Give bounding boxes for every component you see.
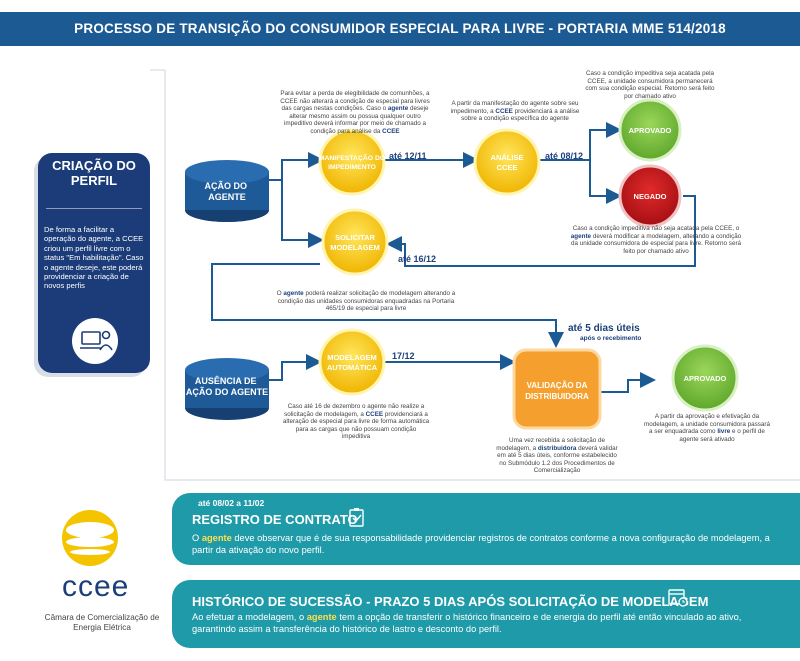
band-registro-date: até 08/02 a 11/02 — [198, 498, 265, 508]
node-negado: NEGADO — [618, 164, 682, 228]
note-modelagem-auto: Caso até 16 de dezembro o agente não rea… — [282, 403, 430, 441]
node-acao-agente-label: AÇÃO DO AGENTE — [204, 181, 249, 202]
band-registro-title: REGISTRO DE CONTRATO — [192, 512, 358, 527]
note-aprovado-2: A partir da aprovação e efetivação da mo… — [643, 413, 770, 443]
band-historico-title: HISTÓRICO DE SUCESSÃO - PRAZO 5 DIAS APÓ… — [192, 594, 709, 609]
arrow-solicitar-validacao — [211, 263, 564, 348]
arrow-acao-manifestacao — [268, 152, 324, 181]
user-at-computer-icon — [80, 330, 113, 351]
arrow-analise-aprovado — [540, 122, 622, 161]
band-registro-contrato — [172, 493, 800, 565]
node-ausencia-acao: AUSÊNCIA DE AÇÃO DO AGENTE — [185, 358, 269, 420]
date-label-1612: até 16/12 — [398, 254, 436, 264]
side-card-icon-bg — [72, 318, 118, 364]
band-historico-text: Ao efetuar a modelagem, o agente tem a o… — [192, 612, 742, 634]
date-label-apos: após o recebimento — [580, 335, 641, 342]
arrow-acao-solicitar — [281, 180, 324, 248]
ccee-logo-subtitle: Câmara de Comercialização de Energia Elé… — [44, 613, 160, 632]
side-card-divider — [46, 208, 142, 209]
note-manifestacao: Para evitar a perda de elegibilidade de … — [280, 90, 430, 135]
note-analise: A partir da manifestação do agente sobre… — [450, 100, 580, 123]
node-aprovado-1-label: APROVADO — [629, 126, 672, 135]
arrow-analise-negado — [589, 160, 622, 204]
band-registro-text: O agente deve observar que é de sua resp… — [192, 533, 770, 555]
node-acao-agente: AÇÃO DO AGENTE — [185, 160, 269, 222]
date-label-1712: 17/12 — [392, 351, 415, 361]
clipboard-check-icon — [349, 508, 364, 527]
note-validacao: Uma vez recebida a solicitação de modela… — [496, 437, 618, 475]
date-label-1211: até 12/11 — [389, 151, 427, 161]
node-ausencia-acao-label: AUSÊNCIA DE AÇÃO DO AGENTE — [186, 375, 268, 397]
note-aprovado-1: Caso a condição impeditiva seja acatada … — [585, 70, 715, 100]
frame-lines — [150, 69, 800, 481]
arrow-validacao-aprovado — [600, 372, 656, 393]
note-negado: Caso a condição impeditiva não seja acat… — [570, 225, 742, 255]
ccee-logo-word: ccee — [62, 570, 130, 603]
arrow-ausencia-modelagem — [268, 354, 322, 381]
connectors — [211, 122, 696, 393]
node-negado-label: NEGADO — [634, 192, 667, 201]
page-title: PROCESSO DE TRANSIÇÃO DO CONSUMIDOR ESPE… — [0, 12, 800, 46]
node-aprovado-2: APROVADO — [671, 344, 739, 412]
side-card-text: De forma a facilitar a operação do agent… — [44, 225, 144, 291]
date-label-cinco-dias: até 5 dias úteis — [568, 323, 640, 334]
calendar-clock-icon — [668, 589, 688, 607]
side-card-title: CRIAÇÃO DO PERFIL — [46, 158, 142, 206]
note-solicitar: O agente poderá realizar solicitação de … — [276, 290, 456, 313]
node-aprovado-2-label: APROVADO — [684, 374, 727, 383]
arrow-negado-solicitar — [386, 195, 696, 267]
date-label-0812: até 08/12 — [545, 151, 583, 161]
node-aprovado-1: APROVADO — [618, 98, 682, 162]
ccee-logo-mark — [62, 510, 118, 566]
band-historico-sucessao — [172, 580, 800, 648]
